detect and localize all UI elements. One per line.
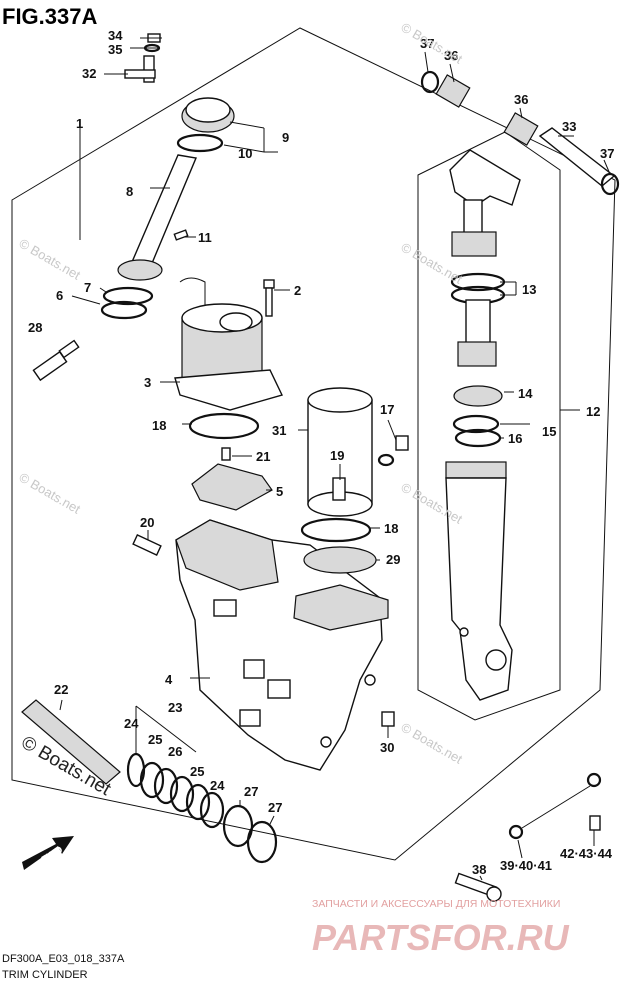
callout-31: 31 xyxy=(272,423,286,438)
callout-18b: 18 xyxy=(384,521,398,536)
callout-28: 28 xyxy=(28,320,42,335)
callout-25b: 25 xyxy=(190,764,204,779)
callout-27b: 27 xyxy=(268,800,282,815)
callout-11: 11 xyxy=(198,230,212,245)
callout-24b: 24 xyxy=(210,778,225,793)
part-22 xyxy=(21,699,121,785)
oring-part-18b xyxy=(300,517,372,543)
ring-part-29 xyxy=(303,546,377,574)
callout-32: 32 xyxy=(82,66,96,81)
watermark-small-4: © Boats.net xyxy=(17,470,84,517)
callout-26: 26 xyxy=(168,744,182,759)
callout-29: 29 xyxy=(386,552,400,567)
cylinder-rod-assembly xyxy=(449,149,521,448)
canister-part-31 xyxy=(307,387,373,517)
callout-18a: 18 xyxy=(152,418,166,433)
callout-10: 10 xyxy=(238,146,252,161)
ground-cable xyxy=(508,772,602,840)
callout-2: 2 xyxy=(294,283,301,298)
callout-22: 22 xyxy=(54,682,68,697)
callout-42-43-44: 42·43·44 xyxy=(560,846,613,861)
brand-logo: ЗАПЧАСТИ И АКСЕССУАРЫ ДЛЯ МОТОТЕХНИКИ PA… xyxy=(312,898,570,958)
part-28 xyxy=(32,339,80,382)
callout-35: 35 xyxy=(108,42,122,57)
figure-code: DF300A_E03_018_337A xyxy=(2,953,125,965)
bolt-part-32 xyxy=(124,33,161,83)
housing-part-4 xyxy=(175,519,389,771)
callout-30: 30 xyxy=(380,740,394,755)
callout-1: 1 xyxy=(76,116,83,131)
callout-25a: 25 xyxy=(148,732,162,747)
figure-name: TRIM CYLINDER xyxy=(2,969,88,981)
screw-part-2 xyxy=(263,279,275,317)
callout-8: 8 xyxy=(126,184,133,199)
callout-14: 14 xyxy=(518,386,533,401)
callout-5: 5 xyxy=(276,484,283,499)
screw-part-30 xyxy=(381,711,395,727)
brand-name: PARTSFOR.RU xyxy=(312,917,570,958)
callout-37a: 37 xyxy=(420,36,434,51)
cylinder-body xyxy=(445,461,513,701)
oring-part-18a xyxy=(188,412,260,440)
leader-lines xyxy=(59,37,611,881)
brand-subtitle: ЗАПЧАСТИ И АКСЕССУАРЫ ДЛЯ МОТОТЕХНИКИ xyxy=(312,898,560,910)
callout-16: 16 xyxy=(508,431,522,446)
watermark-small-1: © Boats.net xyxy=(399,20,466,67)
bolt-part-38 xyxy=(454,872,502,902)
callout-39-40-41: 39·40·41 xyxy=(500,858,552,873)
pin-part-11 xyxy=(173,229,189,241)
callout-36a: 36 xyxy=(444,48,458,63)
motor-part-3 xyxy=(174,277,283,411)
callout-27a: 27 xyxy=(244,784,258,799)
callout-3: 3 xyxy=(144,375,151,390)
callout-24a: 24 xyxy=(124,716,139,731)
callout-21: 21 xyxy=(256,449,270,464)
callout-23: 23 xyxy=(168,700,182,715)
callout-13: 13 xyxy=(522,282,536,297)
callout-4: 4 xyxy=(165,672,173,687)
callout-20: 20 xyxy=(140,515,154,530)
watermark-small-2: © Boats.net xyxy=(17,236,84,283)
callout-15: 15 xyxy=(542,424,556,439)
figure-title: FIG.337A xyxy=(2,4,97,29)
callout-12: 12 xyxy=(586,404,600,419)
callout-38: 38 xyxy=(472,862,486,877)
callout-33: 33 xyxy=(562,119,576,134)
callout-19: 19 xyxy=(330,448,344,463)
assembly-outline xyxy=(11,27,616,861)
watermark-small-6: © Boats.net xyxy=(399,720,466,767)
fwd-arrow-icon: FWD xyxy=(22,836,74,870)
callout-36b: 36 xyxy=(514,92,528,107)
cylinder-top-parts xyxy=(420,70,620,196)
callout-37b: 37 xyxy=(600,146,614,161)
callout-6: 6 xyxy=(56,288,63,303)
callout-7: 7 xyxy=(84,280,91,295)
callout-9: 9 xyxy=(282,130,289,145)
callout-labels: 1 2 3 4 5 6 7 8 9 10 11 12 13 14 15 16 1… xyxy=(28,28,614,877)
plug-part-17 xyxy=(377,435,409,467)
callout-34: 34 xyxy=(108,28,123,43)
tube-part-8 xyxy=(100,154,197,320)
valve-part-5 xyxy=(191,447,273,511)
callout-17: 17 xyxy=(380,402,394,417)
cap-part-9 xyxy=(176,97,235,153)
fitting-part-20 xyxy=(132,534,162,556)
